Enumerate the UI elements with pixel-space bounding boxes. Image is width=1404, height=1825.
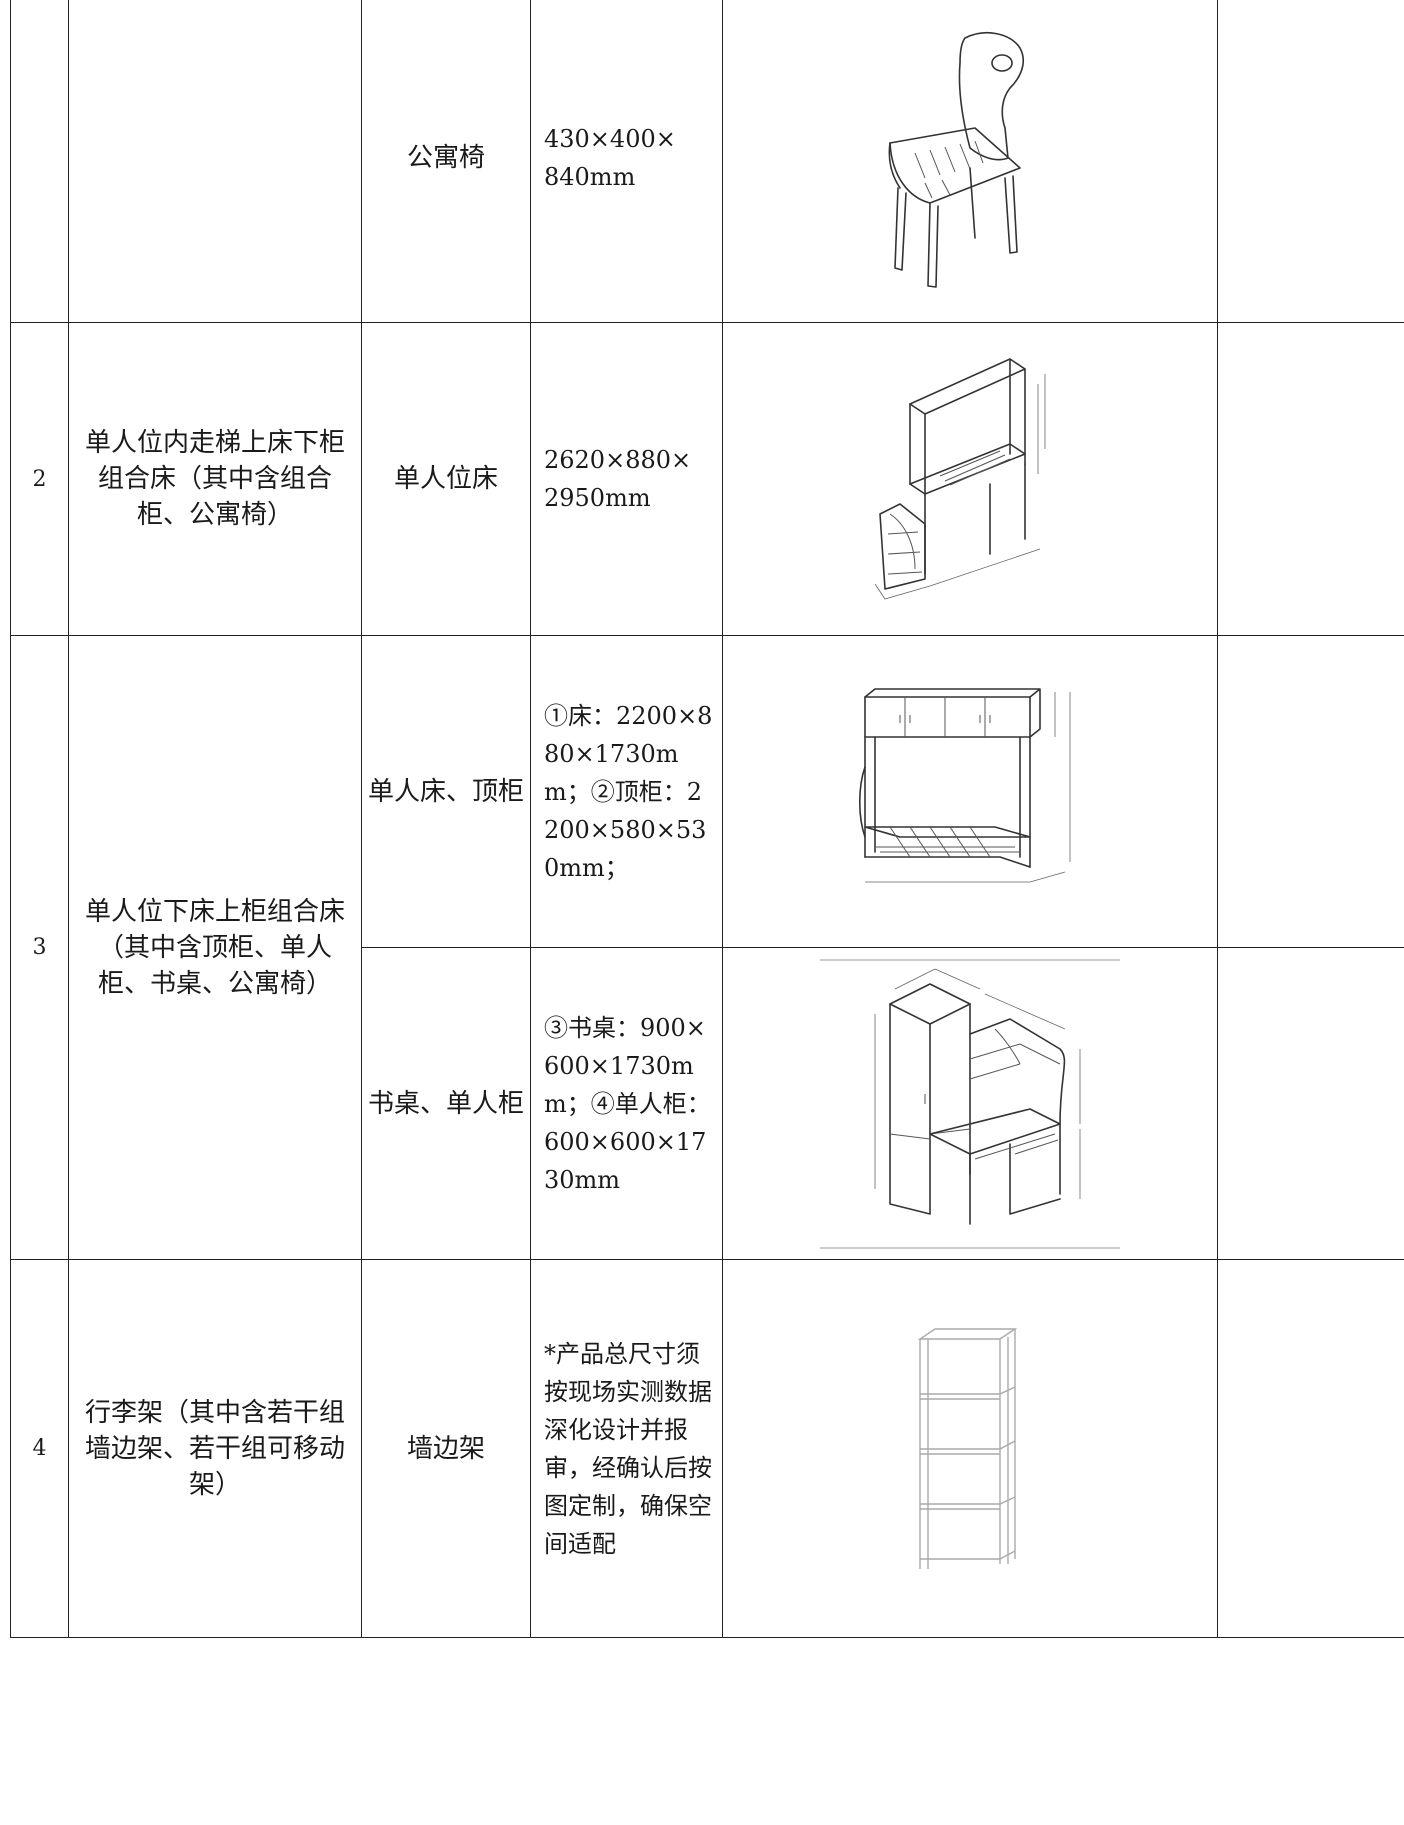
extra-cell [1217,635,1404,948]
table-row: 2 单人位内走梯上床下柜组合床（其中含组合柜、公寓椅） 单人位床 2620×88… [10,322,1404,636]
product-image-cell [722,0,1218,323]
table-row: 4 行李架（其中含若干组墙边架、若干组可移动架） 墙边架 *产品总尺寸须按现场实… [10,1259,1404,1638]
product-image-cell [722,1259,1218,1638]
size-spec: 430×400× 840mm [530,0,723,323]
row-index: 4 [10,1259,69,1638]
size-spec: *产品总尺寸须按现场实测数据深化设计并报审，经确认后按图定制，确保空间适配 [530,1259,723,1638]
wall-shelf-drawing [917,1327,1018,1569]
product-image-cell [722,322,1218,636]
chair-drawing [888,31,1025,288]
row-index [10,0,69,323]
table-row: 公寓椅 430×400× 840mm [10,0,1404,323]
product-image-cell [722,635,1218,948]
item-name: 行李架（其中含若干组墙边架、若干组可移动架） [68,1259,362,1638]
desk-wardrobe-drawing [820,959,1120,1248]
item-name: 单人位内走梯上床下柜组合床（其中含组合柜、公寓椅） [68,322,362,636]
component-name: 单人位床 [361,322,531,636]
component-name: 墙边架 [361,1259,531,1638]
component-name: 书桌、单人柜 [361,947,531,1260]
extra-cell [1217,947,1404,1260]
size-spec: ③书桌：900×600×1730mm；④单人柜：600×600×1730mm [530,947,723,1260]
product-image-cell [722,947,1218,1260]
bed-top-cabinet-drawing [859,687,1071,882]
furniture-spec-table: 公寓椅 430×400× 840mm 2 单人位内走梯上床下柜组合床（ [10,0,1404,1638]
extra-cell [1217,1259,1404,1638]
size-spec: 2620×880× 2950mm [530,322,723,636]
component-name: 公寓椅 [361,0,531,323]
row-index: 3 [10,635,69,1260]
table-row: 3 单人位下床上柜组合床（其中含顶柜、单人柜、书桌、公寓椅） 单人床、顶柜 ①床… [10,635,1404,1260]
extra-cell [1217,322,1404,636]
extra-cell [1217,0,1404,323]
loft-bed-drawing [874,358,1046,600]
table-row: 书桌、单人柜 ③书桌：900×600×1730mm；④单人柜：600×600×1… [11,947,1404,1260]
item-name: 单人位下床上柜组合床（其中含顶柜、单人柜、书桌、公寓椅） [68,635,362,1260]
size-spec: ①床：2200×880×1730mm；②顶柜：2200×580×530mm； [530,635,723,948]
item-name [68,0,362,323]
component-name: 单人床、顶柜 [361,635,531,948]
row-index: 2 [10,322,69,636]
